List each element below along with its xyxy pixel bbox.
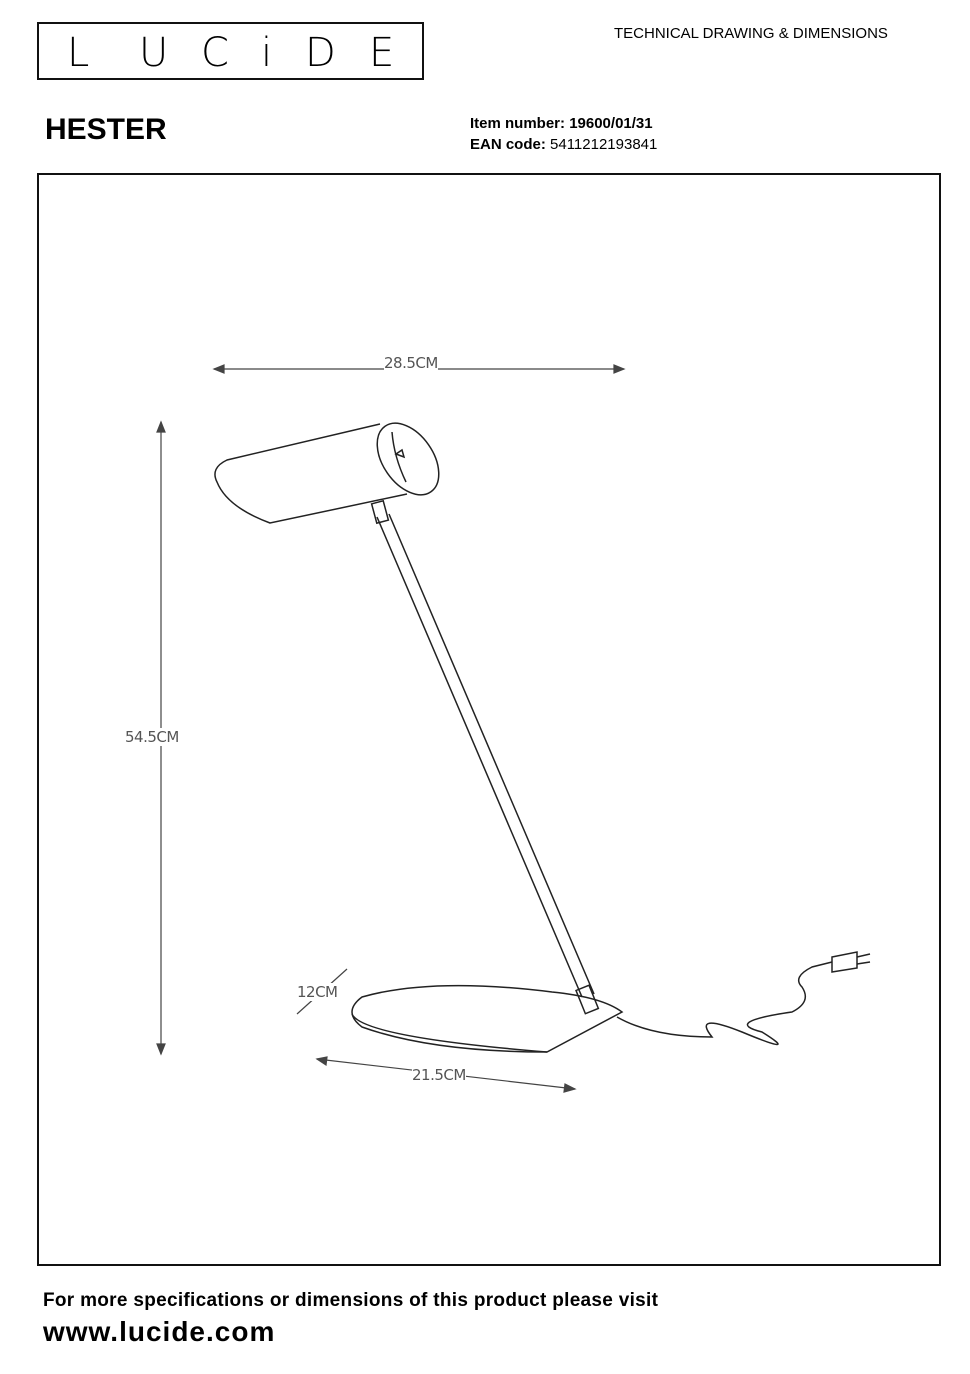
footer-url[interactable]: www.lucide.com xyxy=(43,1316,276,1347)
ean-label: EAN code: xyxy=(470,136,546,153)
lamp-drawing xyxy=(156,364,871,1093)
footer-note: For more specifications or dimensions of… xyxy=(43,1290,659,1311)
product-meta: Item number: 19600/01/31 EAN code: 54112… xyxy=(470,113,657,155)
drawing-frame: 28.5CM 54.5CM 12CM 21.5CM xyxy=(37,173,941,1266)
product-name: HESTER xyxy=(45,113,167,146)
dimension-base-width: 21.5CM xyxy=(412,1066,466,1084)
ean-code: 5411212193841 xyxy=(550,136,658,153)
dimension-base-thickness: 12CM xyxy=(297,983,338,1001)
item-number: 19600/01/31 xyxy=(569,115,653,132)
dimension-lines xyxy=(156,364,626,1093)
dimension-width-top: 28.5CM xyxy=(384,354,438,372)
item-number-label: Item number: xyxy=(470,115,566,132)
dimension-height: 54.5CM xyxy=(125,728,179,746)
document-title: TECHNICAL DRAWING & DIMENSIONS xyxy=(614,25,888,42)
